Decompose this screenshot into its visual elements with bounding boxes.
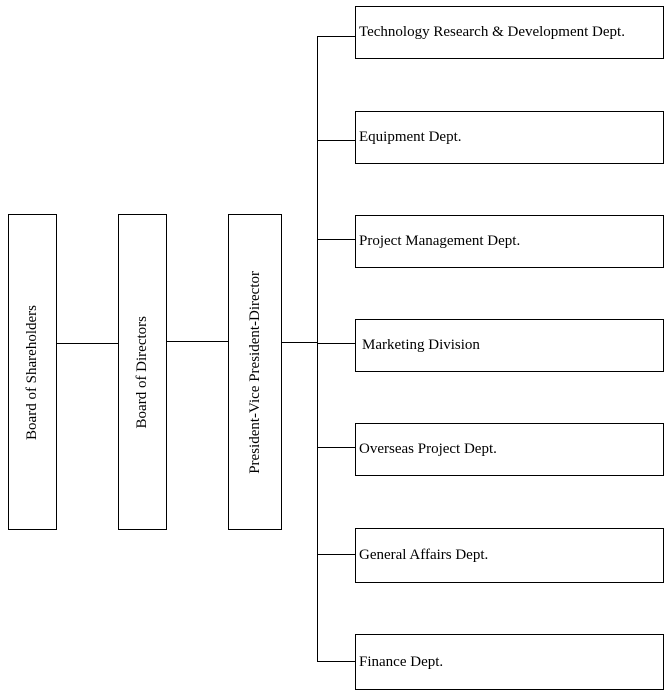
department-box: Overseas Project Dept.	[355, 423, 664, 476]
branch-dept-4	[317, 343, 355, 344]
directors-label: Board of Directors	[134, 315, 150, 429]
department-box: Finance Dept.	[355, 634, 664, 690]
branch-dept-7	[317, 661, 355, 662]
department-label: Equipment Dept.	[359, 129, 462, 145]
connector-directors-president	[167, 341, 228, 342]
branch-dept-5	[317, 447, 355, 448]
branch-dept-3	[317, 239, 355, 240]
branch-dept-6	[317, 554, 355, 555]
directors-box: Board of Directors	[118, 214, 167, 530]
department-label: Technology Research & Development Dept.	[359, 24, 625, 40]
president-label: President-Vice President-Director	[246, 270, 263, 474]
department-label: Project Management Dept.	[359, 233, 521, 249]
department-label: Overseas Project Dept.	[359, 441, 497, 457]
department-trunk	[317, 36, 318, 661]
president-box: President-Vice President-Director	[228, 214, 282, 530]
department-label: General Affairs Dept.	[359, 547, 489, 563]
department-label: Finance Dept.	[359, 653, 444, 670]
shareholders-label: Board of Shareholders	[24, 304, 40, 440]
branch-dept-1	[317, 36, 355, 37]
department-box: Technology Research & Development Dept.	[355, 6, 664, 59]
connector-president-trunk	[282, 342, 318, 343]
department-box: General Affairs Dept.	[355, 528, 664, 583]
branch-dept-2	[317, 140, 355, 141]
department-label: Marketing Division	[362, 337, 480, 353]
connector-shareholders-directors	[57, 343, 118, 344]
department-box: Equipment Dept.	[355, 111, 664, 164]
shareholders-box: Board of Shareholders	[8, 214, 57, 530]
department-box: Marketing Division	[355, 319, 664, 372]
department-box: Project Management Dept.	[355, 215, 664, 268]
